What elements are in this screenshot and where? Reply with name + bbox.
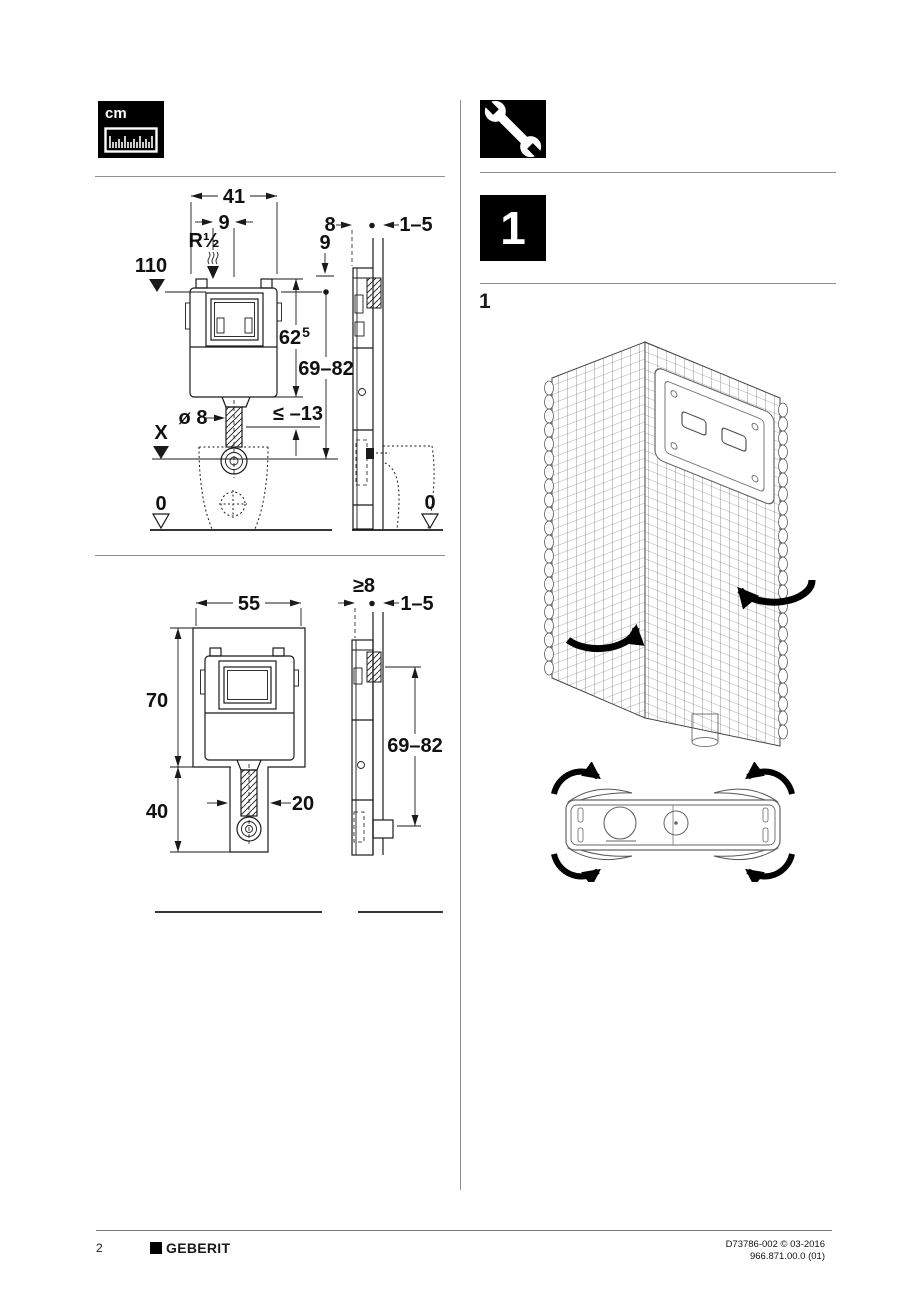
ruler-icon [104,127,158,153]
dim-tank-height-sup: 5 [302,324,310,340]
dim-notch-width: 20 [292,793,314,815]
dim-width-total: 41 [223,186,245,208]
dim-actuation-range: 69–82 [298,358,354,380]
separator-left-mid [95,555,445,556]
rotate-arrow-icon [745,762,795,795]
tools-badge [480,97,546,161]
height-datum-label: 110 [135,255,167,277]
wc-pan-outline-front [198,446,269,530]
dim-upper-height: 70 [146,690,168,712]
column-divider [460,100,461,1190]
datum-x-label: X [154,422,168,444]
mesh-panel-left [551,341,646,719]
step-badge: 1 [480,195,546,261]
geberit-logo-text: GEBERIT [166,1240,231,1256]
dim-finish-thickness: 1–5 [399,214,432,236]
rotate-arrow-icon [737,579,816,610]
document-codes: D73786-002 © 03-2016 966.871.00.0 (01) [605,1239,825,1262]
installation-isometric-figure [544,341,816,747]
separator-right-top [480,172,836,173]
dim-tank-height: 62 [279,327,301,349]
article-code: 966.871.00.0 (01) [749,1250,825,1262]
wc-pan-outline-side [376,445,435,530]
cistern-front-view [185,278,282,478]
dim-actuation-range-2: 69–82 [387,735,443,757]
dimension-drawing-2: 55 70 40 20 [146,575,443,913]
datum-triangle-filled-icon [153,446,169,459]
footer-rule [96,1230,832,1231]
datum-zero-right-label: 0 [424,492,435,514]
rotate-arrow-icon [551,762,601,795]
control-plate-opening [654,368,775,505]
separator-right-mid [480,283,836,284]
geberit-logo-square-icon [150,1242,162,1254]
datum-triangle-open-icon [151,513,171,530]
wrench-icon [481,97,545,161]
datum-zero-left-label: 0 [155,493,166,515]
datum-triangle-open-icon [420,513,440,530]
supply-arrow-icon [207,266,219,279]
supply-thread-label: R½ [188,230,219,252]
unit-badge: cm [98,101,164,158]
geberit-logo: GEBERIT [150,1240,230,1256]
dim-lower-height: 40 [146,801,168,823]
installation-top-view-figure [551,762,795,882]
dim-supply-offset: 9 [218,212,229,234]
doc-code: D73786-002 © 03-2016 [725,1239,825,1250]
mesh-edge-loops [544,380,788,740]
cistern-front-view-2 [200,647,299,844]
dim-depth: 8 [324,214,335,236]
dim-top-offset: 9 [319,232,330,254]
rotate-arrow-icon [551,853,601,882]
dim-offset-limit: ≤ –13 [273,403,323,425]
dimension-drawing-1: 41 9 R½ 110 [135,185,443,531]
unit-label: cm [105,105,127,122]
dim-min-depth: ≥8 [353,575,375,597]
step-number: 1 [500,202,526,254]
rotate-arrow-icon [565,623,645,653]
dim-pipe-diameter: ø 8 [179,407,208,429]
separator-left-top [95,176,445,177]
cistern-side-view [352,267,382,530]
page-number: 2 [96,1241,103,1255]
cistern-top-view [565,799,781,851]
datum-triangle-filled-icon [149,279,165,292]
rotate-arrow-icon [745,853,795,882]
dim-finish-thickness-2: 1–5 [400,593,433,615]
dim-width: 55 [238,593,260,615]
figure-label: 1 [479,290,491,313]
